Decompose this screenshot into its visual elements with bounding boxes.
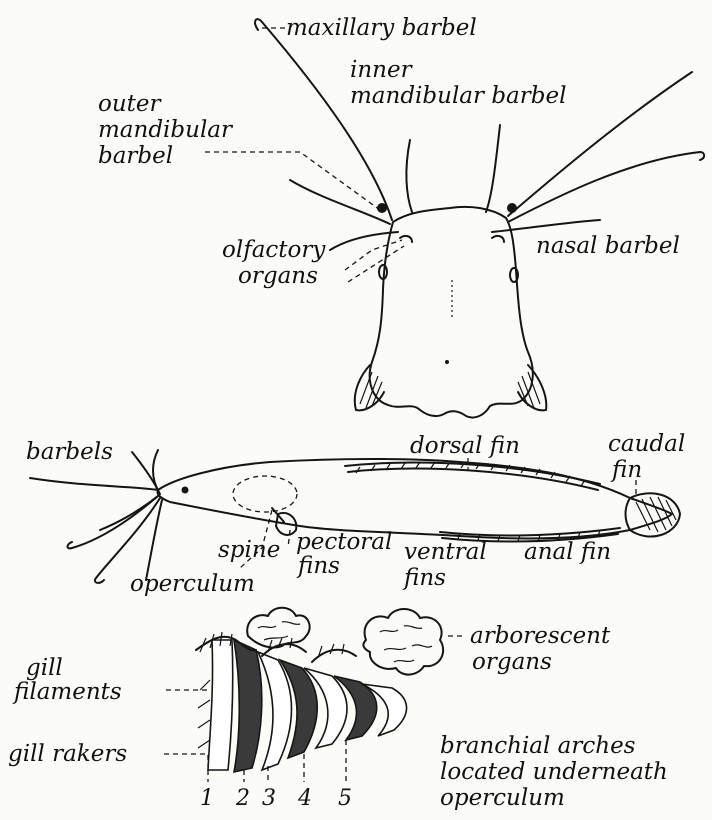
label-pectoral-fins: fins [298, 554, 340, 579]
arch-number-4: 4 [298, 786, 312, 811]
gill-arches [196, 608, 443, 772]
label-gill-filaments: filaments [14, 680, 122, 705]
label-gill-rakers: gill rakers [8, 742, 127, 767]
label-dorsal-fin: dorsal fin [410, 434, 520, 459]
label-fin: fin [612, 458, 642, 483]
label-olfactory: olfactory [222, 238, 325, 263]
label-ventral: ventral [404, 540, 487, 565]
arch-number-5: 5 [338, 786, 352, 811]
label-spine: spine [218, 538, 280, 563]
arch-number-3: 3 [262, 786, 276, 811]
label-organs: organs [238, 264, 318, 289]
label-inner-mandibular-barbel: mandibular barbel [350, 84, 566, 109]
label-barbels: barbels [26, 440, 113, 465]
label-nasal-barbel: nasal barbel [536, 234, 680, 259]
arch-number-1: 1 [200, 786, 214, 811]
label-gill: gill [26, 656, 63, 681]
label-operculum: operculum [130, 572, 255, 597]
arch-number-2: 2 [236, 786, 250, 811]
label-pectoral: pectoral [296, 530, 392, 555]
label-arborescent-organs: organs [472, 650, 552, 675]
label-ventral-fins: fins [404, 566, 446, 591]
label-outer: outer [98, 92, 161, 117]
label-operculum-note: operculum [440, 786, 565, 811]
label-located-underneath: located underneath [440, 760, 668, 785]
head-top-view [255, 19, 704, 417]
label-anal-fin: anal fin [524, 540, 611, 565]
label-branchial-arches: branchial arches [440, 734, 636, 759]
label-inner: inner [350, 58, 412, 83]
label-caudal: caudal [608, 432, 685, 457]
label-mandibular: mandibular [98, 118, 232, 143]
label-barbel: barbel [98, 144, 173, 169]
label-maxillary-barbel: maxillary barbel [286, 16, 477, 41]
label-arborescent: arborescent [470, 624, 610, 649]
